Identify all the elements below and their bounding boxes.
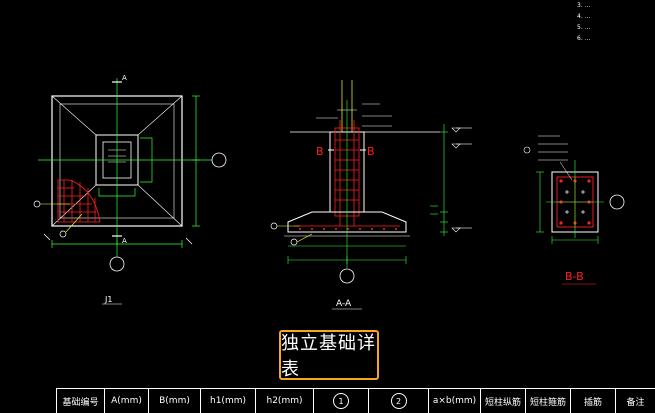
col-header-dowels: 插筋 xyxy=(570,389,615,413)
col-header-stirrups: 短柱箍筋 xyxy=(525,389,570,413)
note-line: 4. ... xyxy=(577,13,591,20)
col-header-id: 基础编号 xyxy=(56,389,104,413)
table-title-highlight[interactable]: 独立基础详表 xyxy=(279,330,379,380)
section-mark-a-bottom: A xyxy=(122,237,127,245)
plan-rebar-mesh xyxy=(57,179,101,223)
section-leader-circle-1 xyxy=(270,222,278,230)
col-header-b: B(mm) xyxy=(148,389,200,413)
col-header-h1: h1(mm) xyxy=(200,389,255,413)
plan-caption: J1 xyxy=(104,295,112,304)
circled-number-1: 1 xyxy=(333,393,349,409)
section-a-a-view: B B A-A xyxy=(270,80,472,310)
plan-leader-circle-1 xyxy=(33,200,41,208)
col-header-a: A(mm) xyxy=(104,389,148,413)
note-line: 5. ... xyxy=(577,24,591,31)
circled-number-2: 2 xyxy=(390,393,407,409)
plan-axis-bubble-right xyxy=(211,152,227,168)
bb-axis-bubble xyxy=(609,194,625,210)
col-header-axb: a×b(mm) xyxy=(428,389,480,413)
table-title: 独立基础详表 xyxy=(281,333,376,380)
section-footing xyxy=(287,211,407,233)
col-header-long-bars: 短柱纵筋 xyxy=(480,389,525,413)
section-axis-bubble xyxy=(339,268,355,284)
col-header-rebar-1: 1 xyxy=(313,389,368,413)
foundation-plan-view: A A xyxy=(33,74,227,305)
col-header-remarks: 备注 xyxy=(615,389,655,413)
foundation-table-header: 基础编号 A(mm) B(mm) h1(mm) h2(mm) 1 2 a×b(m… xyxy=(56,388,655,413)
plan-leader-circle-2 xyxy=(59,230,67,238)
section-a-a-label: A-A xyxy=(336,299,352,309)
section-pedestal-rebar xyxy=(334,120,360,226)
note-line: 3. ... xyxy=(577,2,591,9)
plan-axis-bubble-bottom xyxy=(109,256,125,272)
col-header-h2: h2(mm) xyxy=(255,389,313,413)
section-leader-circle-2 xyxy=(290,238,298,246)
section-b-b-view: B-B xyxy=(523,135,625,285)
section-mark-b-right: B xyxy=(367,145,375,158)
section-mark-a-top: A xyxy=(122,74,127,82)
col-header-rebar-2: 2 xyxy=(368,389,428,413)
note-line: 6. ... xyxy=(577,35,591,42)
section-mark-b-left: B xyxy=(316,145,324,158)
section-b-b-label: B-B xyxy=(565,270,584,283)
general-notes: 3. ... 4. ... 5. ... 6. ... xyxy=(577,0,655,80)
